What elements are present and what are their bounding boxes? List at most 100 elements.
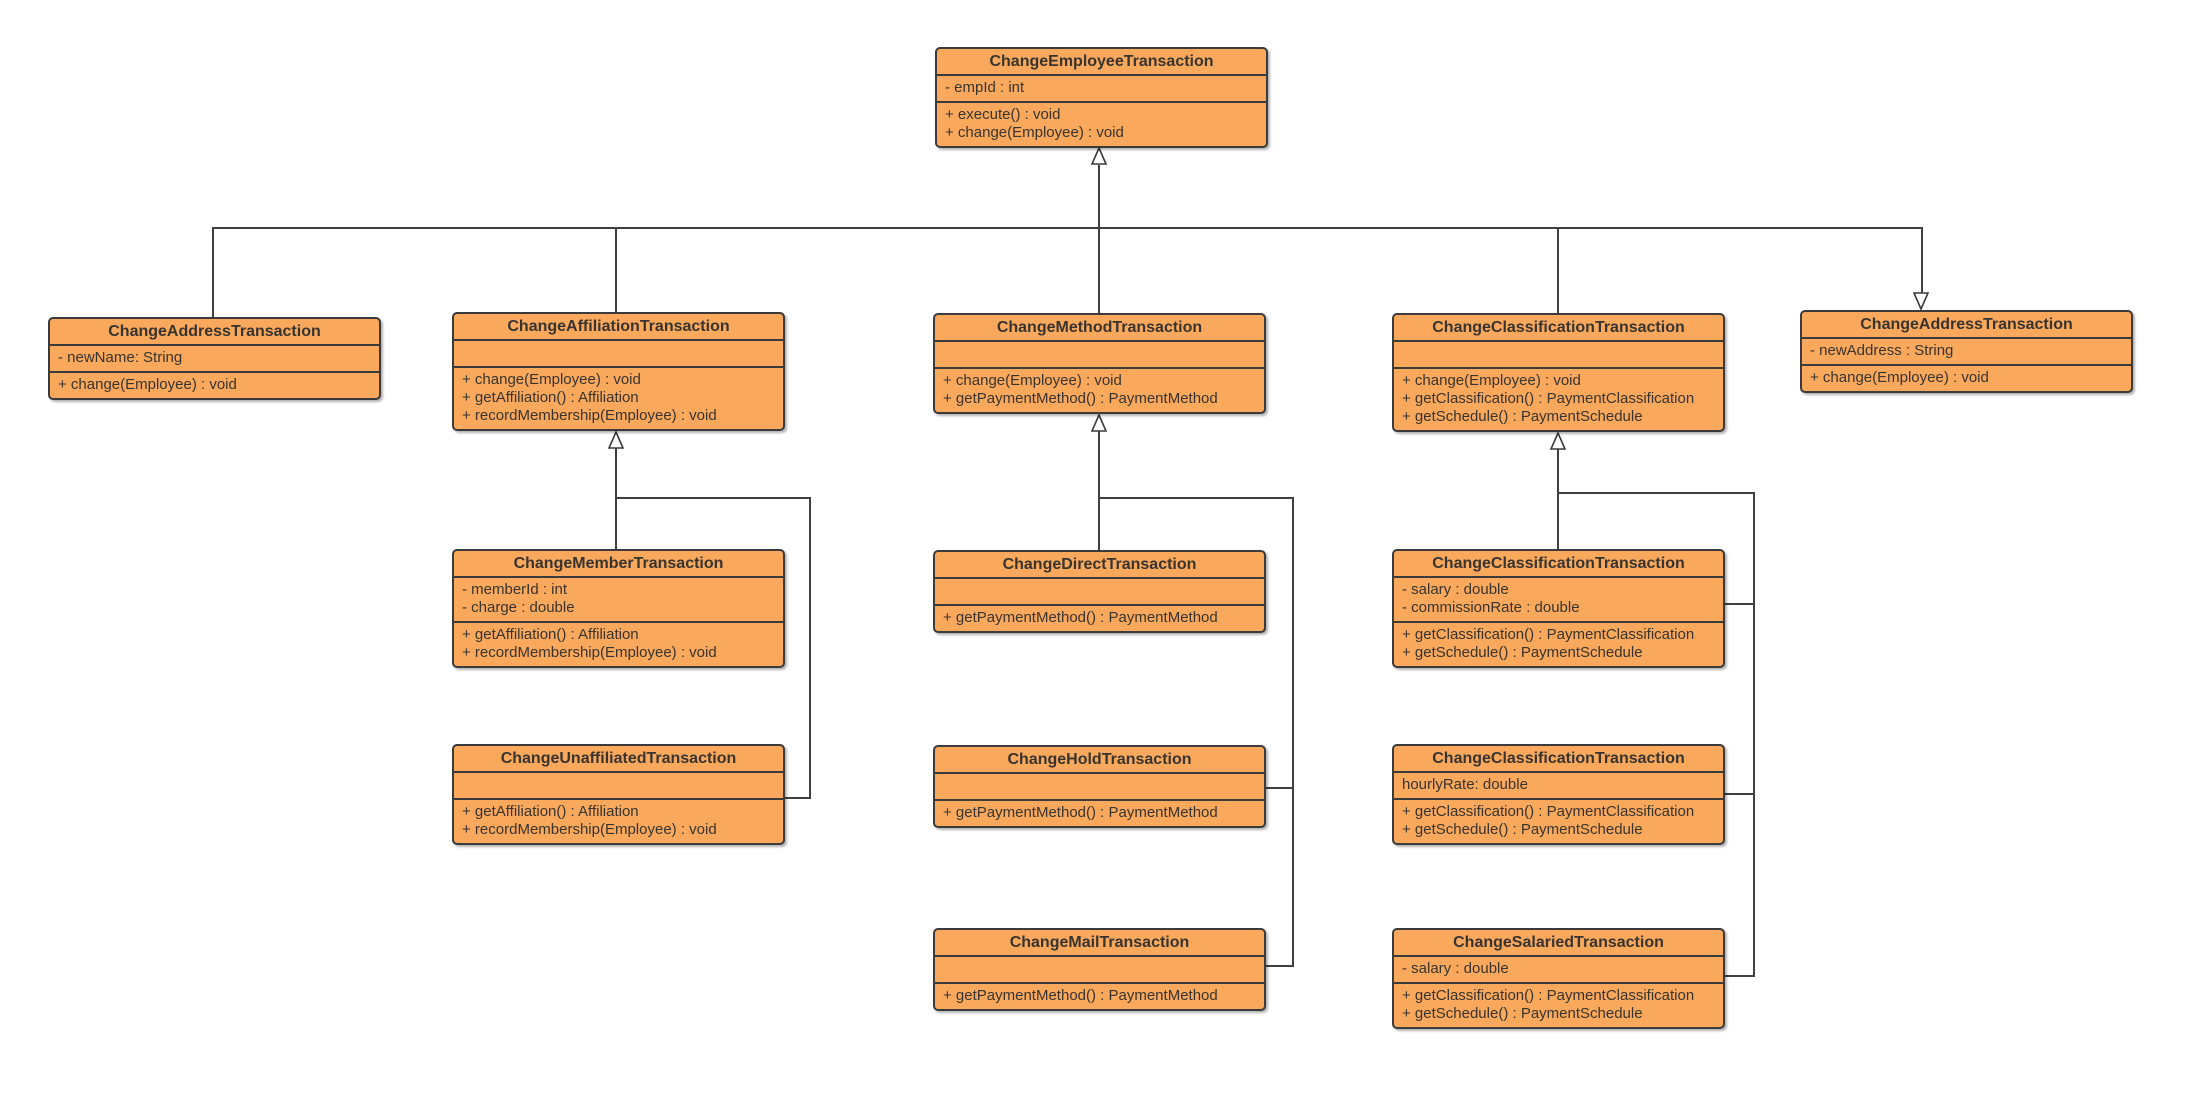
method: + getPaymentMethod() : PaymentMethod: [943, 987, 1218, 1004]
class-methods: + getClassification() : PaymentClassific…: [1394, 800, 1723, 843]
method: + getPaymentMethod() : PaymentMethod: [943, 390, 1218, 407]
class-methods: + getPaymentMethod() : PaymentMethod: [935, 606, 1264, 631]
class-attributes: [935, 342, 1264, 369]
class-methods: + getClassification() : PaymentClassific…: [1394, 623, 1723, 666]
class-title: ChangeAddressTransaction: [50, 319, 379, 346]
connector-main-bus: [213, 227, 1923, 229]
class-attributes: [454, 341, 783, 368]
class-box-change-member-transaction[interactable]: ChangeMemberTransaction - memberId : int…: [452, 549, 785, 668]
connector-method-center: [1098, 431, 1100, 550]
class-methods: + change(Employee) : void: [1802, 366, 2131, 391]
connector-affiliation-branch: [615, 497, 811, 499]
class-methods: + getPaymentMethod() : PaymentMethod: [935, 984, 1264, 1009]
class-title: ChangeHoldTransaction: [935, 747, 1264, 774]
method: + change(Employee) : void: [1810, 369, 1989, 386]
method: + getClassification() : PaymentClassific…: [1402, 803, 1695, 820]
class-attributes: - memberId : int - charge : double: [454, 578, 783, 623]
class-box-change-classification-transaction-hourly[interactable]: ChangeClassificationTransaction hourlyRa…: [1392, 744, 1725, 845]
method: + getAffiliation() : Affiliation: [462, 803, 639, 820]
class-title: ChangeAddressTransaction: [1802, 312, 2131, 339]
attribute: - salary : double: [1402, 581, 1509, 598]
method: + getSchedule() : PaymentSchedule: [1402, 644, 1643, 661]
connector-unaffiliated-elbow: [785, 797, 811, 799]
method: + recordMembership(Employee) : void: [462, 644, 717, 661]
method: + getPaymentMethod() : PaymentMethod: [943, 804, 1218, 821]
generalization-arrow-up-icon: [608, 431, 624, 449]
class-box-change-classification-transaction-commissioned[interactable]: ChangeClassificationTransaction - salary…: [1392, 549, 1725, 668]
connector-drop-affiliation: [615, 227, 617, 312]
class-methods: + getPaymentMethod() : PaymentMethod: [935, 801, 1264, 826]
generalization-arrow-up-icon: [1091, 414, 1107, 432]
class-attributes: hourlyRate: double: [1394, 773, 1723, 800]
class-methods: + change(Employee) : void + getPaymentMe…: [935, 369, 1264, 412]
attribute: - salary : double: [1402, 960, 1509, 977]
class-title: ChangeSalariedTransaction: [1394, 930, 1723, 957]
connector-hourly-elbow: [1725, 793, 1755, 795]
connector-classification-branch: [1557, 492, 1755, 494]
class-methods: + change(Employee) : void + getClassific…: [1394, 369, 1723, 430]
method: + execute() : void: [945, 106, 1061, 123]
method: + getSchedule() : PaymentSchedule: [1402, 408, 1643, 425]
method: + getSchedule() : PaymentSchedule: [1402, 821, 1643, 838]
class-box-change-classification-transaction[interactable]: ChangeClassificationTransaction + change…: [1392, 313, 1725, 432]
connector-hold-elbow: [1266, 787, 1294, 789]
class-box-change-affiliation-transaction[interactable]: ChangeAffiliationTransaction + change(Em…: [452, 312, 785, 431]
connector-classification-center: [1557, 449, 1559, 549]
method: + getClassification() : PaymentClassific…: [1402, 987, 1695, 1004]
class-box-change-method-transaction[interactable]: ChangeMethodTransaction + change(Employe…: [933, 313, 1266, 414]
method: + recordMembership(Employee) : void: [462, 407, 717, 424]
method: + change(Employee) : void: [943, 372, 1122, 389]
class-title: ChangeUnaffiliatedTransaction: [454, 746, 783, 773]
class-title: ChangeEmployeeTransaction: [937, 49, 1266, 76]
class-methods: + getClassification() : PaymentClassific…: [1394, 984, 1723, 1027]
class-attributes: [454, 773, 783, 800]
class-box-change-employee-transaction[interactable]: ChangeEmployeeTransaction - empId : int …: [935, 47, 1268, 148]
class-attributes: - empId : int: [937, 76, 1266, 103]
class-title: ChangeMethodTransaction: [935, 315, 1264, 342]
class-methods: + getAffiliation() : Affiliation + recor…: [454, 623, 783, 666]
connector-drop-address-left: [212, 227, 214, 317]
connector-trunk-employee: [1098, 165, 1100, 314]
class-box-change-unaffiliated-transaction[interactable]: ChangeUnaffiliatedTransaction + getAffil…: [452, 744, 785, 845]
class-title: ChangeMailTransaction: [935, 930, 1264, 957]
method: + getAffiliation() : Affiliation: [462, 389, 639, 406]
connector-method-right-bus: [1292, 497, 1294, 967]
class-methods: + getAffiliation() : Affiliation + recor…: [454, 800, 783, 843]
method: + getPaymentMethod() : PaymentMethod: [943, 609, 1218, 626]
class-title: ChangeMemberTransaction: [454, 551, 783, 578]
attribute: hourlyRate: double: [1402, 776, 1528, 793]
connector-method-branch: [1098, 497, 1294, 499]
class-attributes: - newName: String: [50, 346, 379, 373]
method: + change(Employee) : void: [945, 124, 1124, 141]
class-attributes: [1394, 342, 1723, 369]
class-box-change-hold-transaction[interactable]: ChangeHoldTransaction + getPaymentMethod…: [933, 745, 1266, 828]
attribute: - charge : double: [462, 599, 575, 616]
class-box-change-direct-transaction[interactable]: ChangeDirectTransaction + getPaymentMeth…: [933, 550, 1266, 633]
method: + getClassification() : PaymentClassific…: [1402, 626, 1695, 643]
class-attributes: - newAddress : String: [1802, 339, 2131, 366]
method: + getSchedule() : PaymentSchedule: [1402, 1005, 1643, 1022]
class-methods: + change(Employee) : void: [50, 373, 379, 398]
connector-drop-classification: [1557, 227, 1559, 313]
class-box-change-mail-transaction[interactable]: ChangeMailTransaction + getPaymentMethod…: [933, 928, 1266, 1011]
class-attributes: [935, 957, 1264, 984]
connector-classification-right-bus: [1753, 492, 1755, 977]
class-attributes: [935, 774, 1264, 801]
generalization-arrow-down-icon: [1913, 292, 1929, 310]
method: + recordMembership(Employee) : void: [462, 821, 717, 838]
class-methods: + execute() : void + change(Employee) : …: [937, 103, 1266, 146]
method: + change(Employee) : void: [1402, 372, 1581, 389]
generalization-arrow-up-icon: [1550, 432, 1566, 450]
class-title: ChangeAffiliationTransaction: [454, 314, 783, 341]
attribute: - empId : int: [945, 79, 1025, 96]
attribute: - newName: String: [58, 349, 183, 366]
class-box-change-address-transaction-right[interactable]: ChangeAddressTransaction - newAddress : …: [1800, 310, 2133, 393]
class-title: ChangeClassificationTransaction: [1394, 551, 1723, 578]
attribute: - commissionRate : double: [1402, 599, 1580, 616]
class-box-change-salaried-transaction[interactable]: ChangeSalariedTransaction - salary : dou…: [1392, 928, 1725, 1029]
class-box-change-address-transaction-left[interactable]: ChangeAddressTransaction - newName: Stri…: [48, 317, 381, 400]
connector-drop-address-right: [1921, 227, 1923, 293]
connector-mail-elbow: [1266, 965, 1294, 967]
connector-affiliation-right-bus: [809, 497, 811, 799]
